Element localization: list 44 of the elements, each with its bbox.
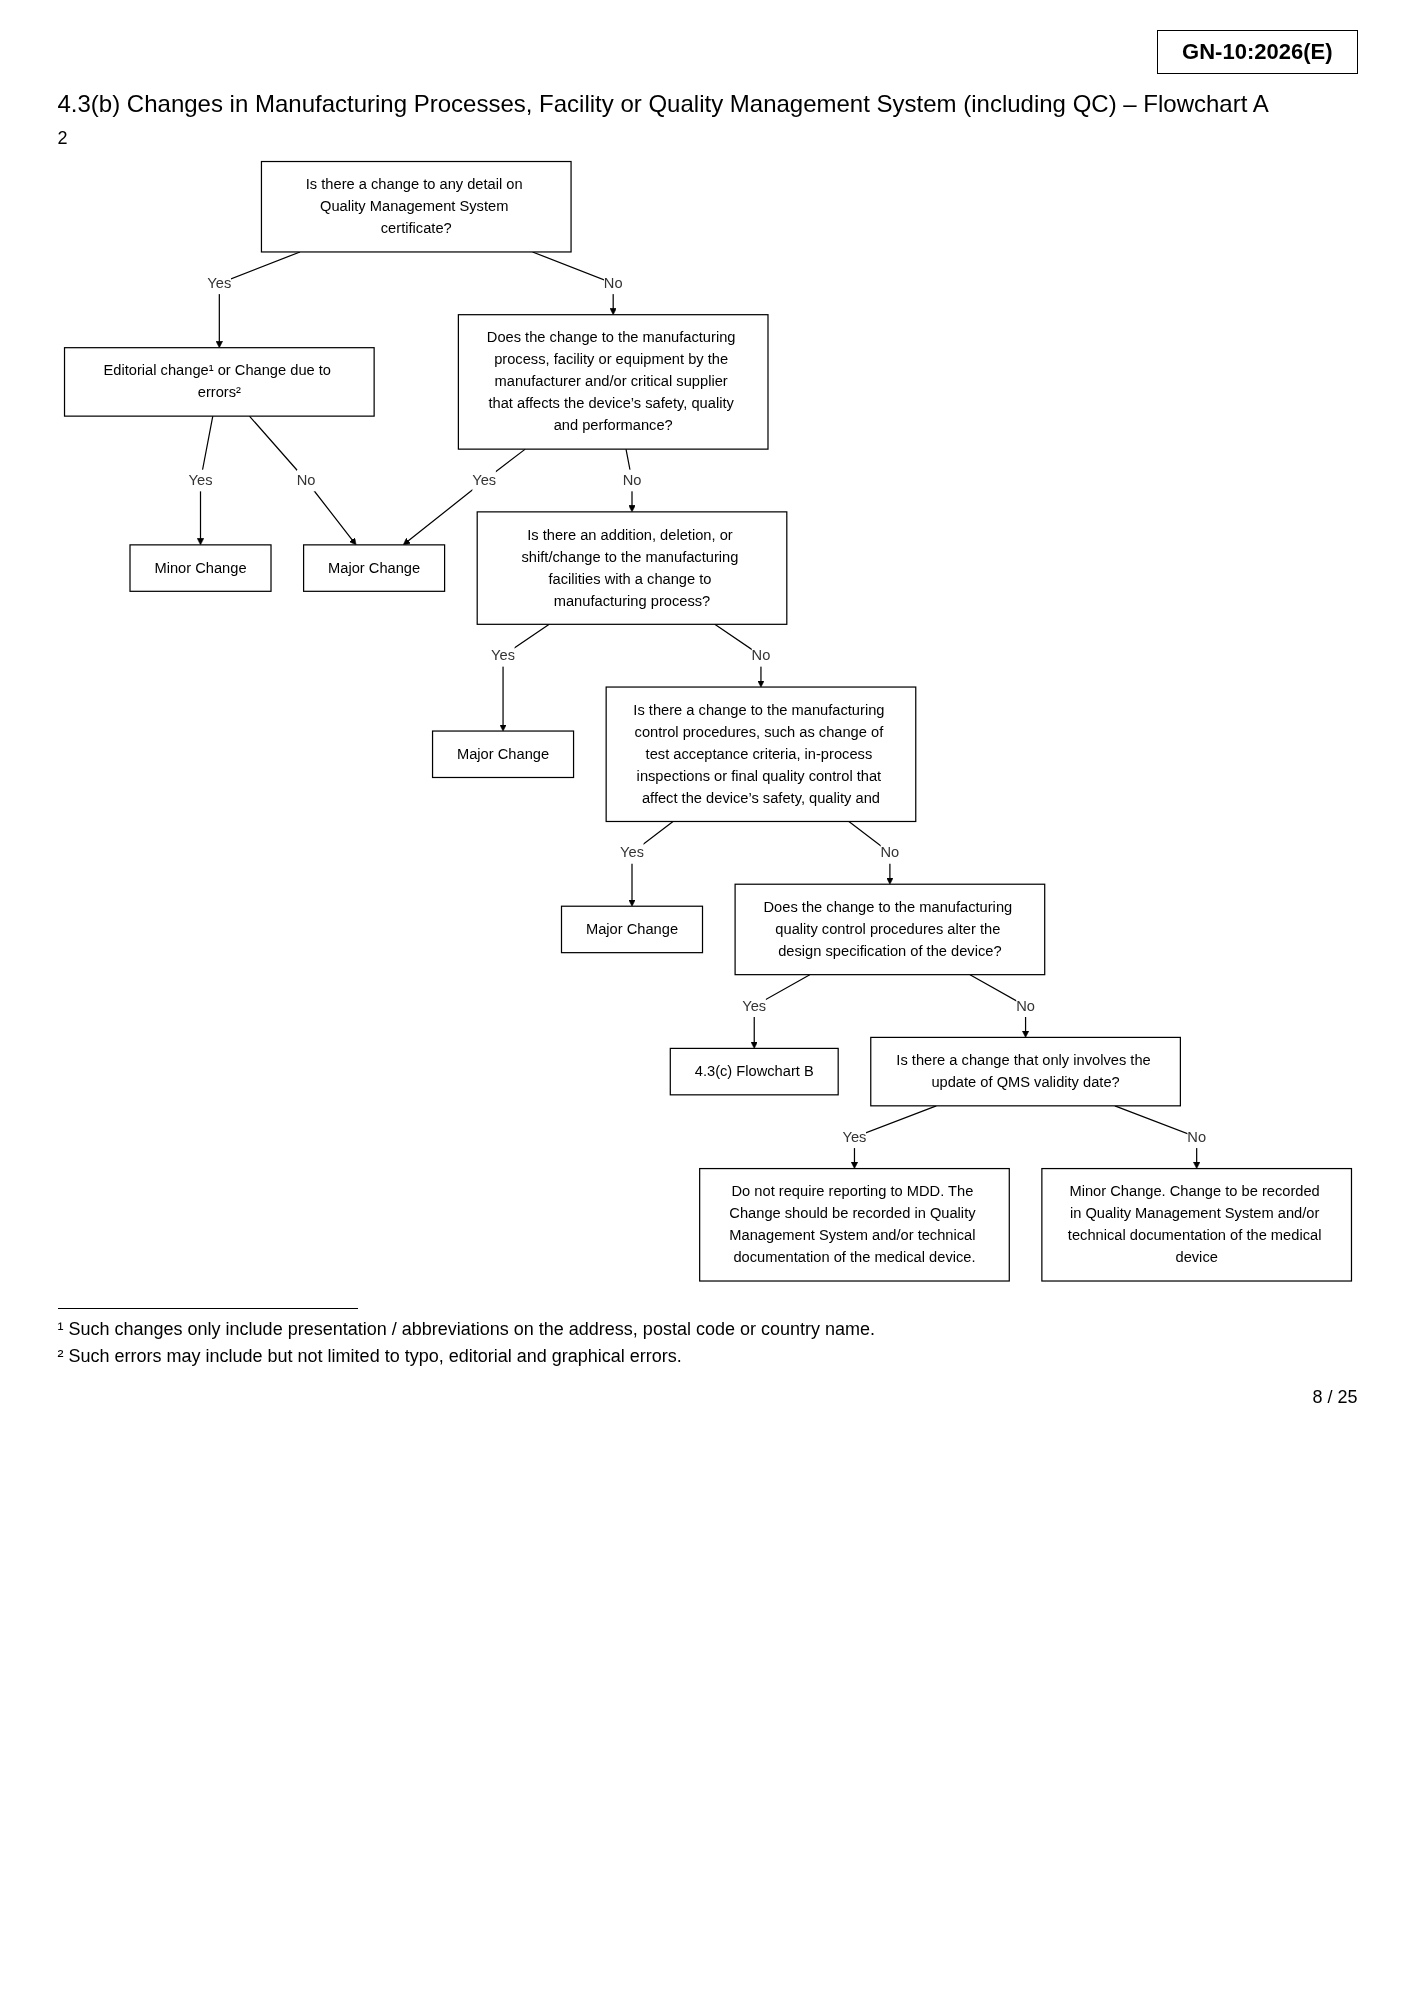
edge-label: No <box>1015 997 1035 1014</box>
arrow <box>1113 1105 1200 1169</box>
arrow <box>402 448 526 546</box>
edge-label: Yes <box>741 997 766 1014</box>
node-box: Does the change to the manufacturing process, facility or equipment by the manufacturer and/or critical supplier that affects the device’s safety, quality and performance? <box>457 314 769 450</box>
footnote: ¹ Such changes only include presentation / abbreviations on the address, postal code or country name. <box>57 1318 876 1340</box>
document-code: GN-10:2026(E) <box>1157 30 1358 74</box>
edge-label: No <box>296 471 315 489</box>
node-box: 4.3(c) Flowchart B <box>669 1047 839 1096</box>
edge-label: No <box>1186 1128 1206 1145</box>
node-box: Minor Change. Change to be recorded in Quality Management System and/or technical documentation of the medical device <box>1040 1167 1352 1282</box>
node-box: Does the change to the manufacturing quality control procedures alter the design specification of the device? <box>734 883 1045 976</box>
node-box: Do not require reporting to MDD. The Change should be recorded in Quality Management System and/or technical documentation of the medical device. <box>698 1167 1010 1282</box>
arrow <box>215 251 301 348</box>
edge-label: Yes <box>188 471 212 489</box>
arrow <box>248 415 356 546</box>
edge-label: Yes <box>842 1128 866 1145</box>
node-box: Major Change <box>302 544 445 592</box>
arrow <box>750 974 810 1049</box>
edge-label: Yes <box>490 647 515 664</box>
edge-label: No <box>880 844 899 861</box>
node-box: Minor Change <box>128 544 272 592</box>
arrow <box>196 415 213 546</box>
page-number: 8 / 25 <box>1311 1386 1358 1408</box>
arrow <box>627 820 674 907</box>
arrow <box>850 1105 937 1169</box>
arrow <box>968 974 1029 1038</box>
edge-label: Yes <box>206 274 231 292</box>
node-box: Is there an addition, deletion, or shift/change to the manufacturing facilities with a change to manufacturing process? <box>476 511 787 625</box>
node-box: Editorial change¹ or Change due to errors² <box>63 347 375 417</box>
arrow <box>498 623 550 732</box>
node-box: Is there a change that only involves the update of QMS validity date? <box>869 1036 1181 1107</box>
edge-label: Yes <box>619 844 644 861</box>
node-box: Is there a change to any detail on Quality Management System certificate? <box>260 160 572 253</box>
edge-label: No <box>751 647 770 664</box>
node-box: Major Change <box>560 905 703 954</box>
edge-label: No <box>622 471 641 489</box>
footnote: ² Such errors may include but not limited to typo, editorial and graphical errors. <box>57 1345 683 1367</box>
note-number: 2 <box>57 128 69 149</box>
edge-label: Yes <box>471 471 496 489</box>
edge-label: No <box>603 274 623 292</box>
node-box: Major Change <box>431 730 574 779</box>
title: 4.3(b) Changes in Manufacturing Processes, Facility or Quality Management System (including QC) – Flowchart A <box>57 90 1270 118</box>
node-box: Is there a change to the manufacturing control procedures, such as change of test acceptance criteria, in-process inspections or final quality control that affect the device’s safety, quality and <box>605 686 916 823</box>
